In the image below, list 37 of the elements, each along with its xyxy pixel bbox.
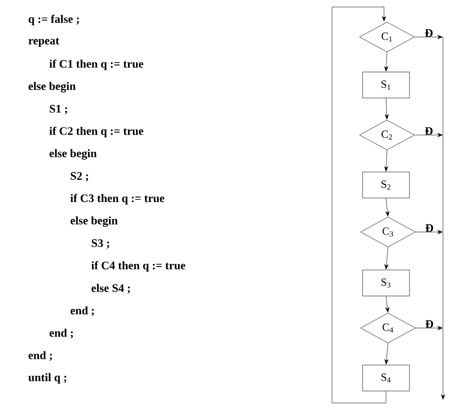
code-line: else begin bbox=[70, 216, 118, 227]
arrow bbox=[332, 6, 386, 404]
arrow bbox=[384, 343, 388, 364]
process-box: S$_{1}$ bbox=[362, 72, 410, 98]
code-line: until q ; bbox=[28, 373, 66, 384]
code-line: if C2 then q := true bbox=[49, 126, 144, 138]
arrow bbox=[384, 247, 388, 270]
arrow bbox=[414, 133, 443, 137]
code-line: if C4 then q := true bbox=[91, 261, 186, 272]
code-line: if C3 then q := true bbox=[70, 194, 164, 204]
code-line: end ; bbox=[70, 306, 94, 316]
code-line: S1 ; bbox=[50, 104, 68, 114]
arrow bbox=[416, 230, 443, 234]
arrow bbox=[414, 35, 443, 39]
code-line: repeat bbox=[28, 38, 60, 47]
process-box: S$_{4}$ bbox=[362, 364, 410, 392]
arrow bbox=[385, 296, 390, 312]
code-line: else begin bbox=[50, 149, 97, 160]
edge-label: Đ bbox=[425, 224, 434, 232]
edge-label: Đ bbox=[424, 127, 433, 135]
code-line: S3 ; bbox=[92, 239, 110, 249]
code-line: else begin bbox=[28, 82, 76, 92]
arrow bbox=[384, 52, 388, 72]
process-box: S$_{3}$ bbox=[362, 270, 410, 296]
edge-label: Đ bbox=[424, 29, 433, 37]
arrow bbox=[384, 150, 388, 172]
arrow bbox=[385, 198, 390, 216]
process-box: S$_{2}$ bbox=[362, 172, 410, 198]
arrow bbox=[416, 326, 443, 330]
code-line: q := false ; bbox=[28, 14, 79, 26]
edge-label: Đ bbox=[425, 320, 434, 328]
code-line: if C1 then q := true bbox=[49, 60, 144, 70]
code-line: end ; bbox=[28, 351, 52, 361]
code-line: S2 ; bbox=[70, 172, 88, 182]
code-line: else S4 ; bbox=[92, 284, 130, 294]
arrow bbox=[384, 98, 389, 120]
code-line: end ; bbox=[50, 328, 73, 338]
